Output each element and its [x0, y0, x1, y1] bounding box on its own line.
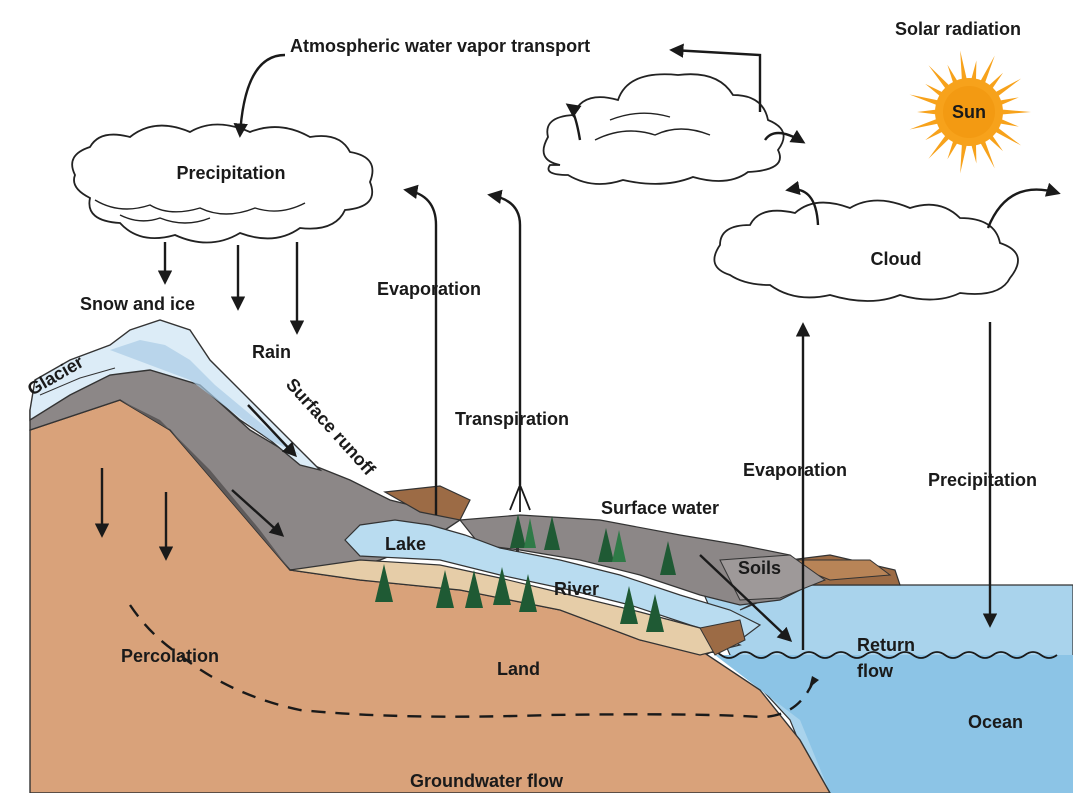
- sun-ray: [909, 94, 942, 107]
- sun-ray: [978, 138, 995, 169]
- label-soils: Soils: [738, 558, 781, 578]
- sun-ray: [928, 65, 952, 92]
- cloud-icon: [542, 73, 785, 185]
- sun-ray: [909, 117, 942, 130]
- tree-icon: [375, 564, 393, 602]
- label-lake: Lake: [385, 534, 426, 554]
- label-percolation: Percolation: [121, 646, 219, 666]
- atmospheric-transport-arrow: [233, 53, 286, 138]
- label-ocean: Ocean: [968, 712, 1023, 732]
- sun-ray: [998, 109, 1031, 115]
- runoff-arrow: [231, 489, 285, 537]
- tree-icon: [612, 530, 626, 562]
- label-cloud: Cloud: [871, 249, 922, 269]
- label-sun: Sun: [952, 102, 986, 122]
- label-groundwater-flow: Groundwater flow: [410, 771, 564, 791]
- surface-water-arrow: [699, 554, 793, 642]
- label-transpiration: Transpiration: [455, 409, 569, 429]
- label-precipitation-ocean: Precipitation: [928, 470, 1037, 490]
- label-land: Land: [497, 659, 540, 679]
- label-river: River: [554, 579, 599, 599]
- label-solar-radiation: Solar radiation: [895, 19, 1021, 39]
- label-return-flow-line2: flow: [857, 661, 894, 681]
- sun-ray: [978, 55, 995, 86]
- sun-ray: [992, 78, 1022, 99]
- sun-ray: [960, 141, 968, 174]
- sun-ray: [992, 125, 1022, 146]
- sun-ray: [960, 50, 968, 83]
- label-precipitation-cloud: Precipitation: [176, 163, 285, 183]
- cloud-wisp-arrow: [764, 129, 806, 144]
- tree-icon: [493, 567, 511, 605]
- sun-ray: [996, 97, 1019, 107]
- glacier-ice: [29, 319, 323, 472]
- cloud-wisp-arrow: [785, 180, 820, 226]
- sun-ray: [917, 109, 940, 115]
- cloud-wisp-arrow: [986, 182, 1061, 229]
- runoff-arrow: [247, 404, 297, 458]
- precipitation-cloud-icon: [71, 123, 374, 244]
- ocean-waves: [704, 651, 1058, 659]
- label-evaporation-land: Evaporation: [377, 279, 481, 299]
- tree-icon: [436, 570, 454, 608]
- label-atmospheric-transport: Atmospheric water vapor transport: [290, 36, 590, 56]
- evaporation-land-arrow: [403, 184, 438, 515]
- label-snow-and-ice: Snow and ice: [80, 294, 195, 314]
- tree-icon: [620, 586, 638, 624]
- tree-group-1: [510, 514, 676, 575]
- label-rain: Rain: [252, 342, 291, 362]
- tree-icon: [598, 528, 614, 562]
- tree-icon: [465, 570, 483, 608]
- tree-icon: [519, 574, 537, 612]
- tree-icon: [660, 541, 676, 575]
- transpiration-arrow: [487, 189, 522, 485]
- cloud-transport-arrow: [669, 43, 762, 112]
- label-evaporation-ocean: Evaporation: [743, 460, 847, 480]
- tree-group-2: [375, 564, 664, 632]
- label-surface-water: Surface water: [601, 498, 719, 518]
- tree-icon: [646, 594, 664, 632]
- sun-ray: [970, 141, 977, 164]
- tree-icon: [544, 516, 560, 550]
- groundwater-flow-path: [129, 604, 817, 719]
- label-return-flow-line1: Return: [857, 635, 915, 655]
- tree-icon: [524, 518, 536, 548]
- sun-icon: [909, 50, 1031, 174]
- flow-arrows: [94, 43, 1061, 719]
- sun-ray: [996, 117, 1019, 127]
- cloud-wisp-arrow: [565, 103, 582, 141]
- sun-ray: [928, 132, 952, 159]
- tree-icon: [510, 514, 526, 552]
- sun-ray: [970, 60, 977, 83]
- ocean-body: [699, 584, 1073, 793]
- cloud-icon: [713, 199, 1019, 302]
